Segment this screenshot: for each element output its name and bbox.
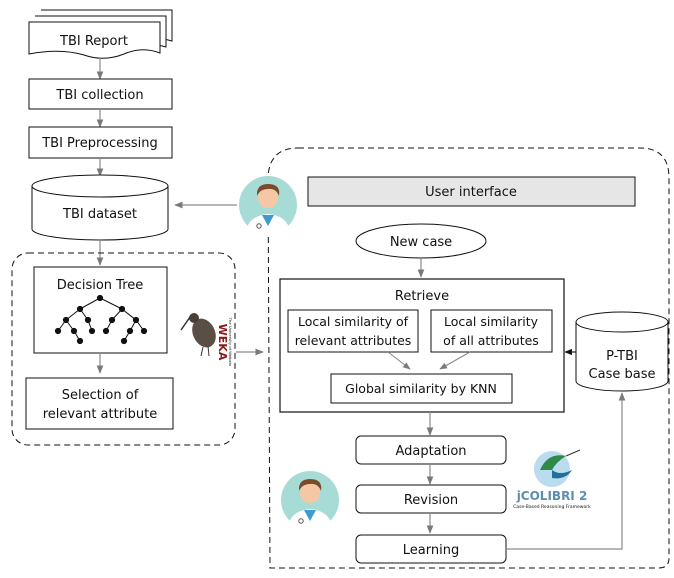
weka-logo-subtext: The University of Waikato <box>228 317 233 367</box>
new-case-label: New case <box>390 235 452 250</box>
decision-tree-node: Decision Tree <box>33 266 168 354</box>
tbi-dataset-label: TBI dataset <box>62 207 137 222</box>
jcolibri-logo: jCOLIBRI 2 Case-Based Reasoning Framewor… <box>513 449 591 510</box>
jcolibri-logo-text: jCOLIBRI 2 <box>516 489 588 503</box>
local-all-line1: Local similarity <box>444 314 539 329</box>
local-relevant-line2: relevant attributes <box>295 333 412 348</box>
arrow-local-relevant-to-global <box>387 351 411 370</box>
local-relevant-line1: Local similarity of <box>298 314 409 329</box>
global-similarity-node: Global similarity by KNN <box>330 373 513 404</box>
local-all-line2: of all attributes <box>443 333 539 348</box>
local-similarity-relevant-node: Local similarity of relevant attributes <box>287 309 419 353</box>
case-base-line2: Case base <box>589 367 656 382</box>
decision-tree-label: Decision Tree <box>57 278 144 293</box>
tbi-preprocessing-label: TBI Preprocessing <box>41 136 158 151</box>
tbi-report-node: TBI Report <box>28 9 173 59</box>
retrieve-label: Retrieve <box>395 289 449 304</box>
arrow-local-all-to-global <box>439 351 471 370</box>
arrow-learning-to-casebase <box>506 392 626 550</box>
kiwi-bird-icon <box>180 313 216 357</box>
hummingbird-icon <box>540 449 581 479</box>
learning-node: Learning <box>355 534 507 564</box>
user-interface-label: User interface <box>425 185 517 200</box>
weka-group-border <box>11 252 236 446</box>
retrieve-node: Retrieve Local similarity of relevant at… <box>279 278 565 413</box>
adaptation-node: Adaptation <box>355 435 507 465</box>
revision-node: Revision <box>355 484 507 514</box>
learning-label: Learning <box>403 543 459 558</box>
tbi-collection-label: TBI collection <box>55 88 143 103</box>
weka-logo: WEKA The University of Waikato <box>180 313 233 367</box>
tbi-collection-node: TBI collection <box>28 78 173 110</box>
tbi-dataset-cylinder: TBI dataset <box>31 174 169 241</box>
selection-relevant-attribute-node: Selection of relevant attribute <box>25 377 174 430</box>
revision-label: Revision <box>404 493 458 508</box>
selection-label-line1: Selection of <box>62 388 139 403</box>
case-base-cylinder: P-TBI Case base <box>575 311 669 392</box>
weka-logo-text: WEKA <box>216 324 229 361</box>
global-similarity-label: Global similarity by KNN <box>345 381 497 396</box>
adaptation-label: Adaptation <box>395 444 466 459</box>
doctor-avatar-icon-bottom <box>281 471 339 531</box>
decision-tree-graph-icon <box>54 294 148 345</box>
new-case-node: New case <box>355 223 487 259</box>
user-interface-node: User interface <box>307 176 636 207</box>
doctor-avatar-icon <box>239 176 297 236</box>
jcolibri-logo-subtext: Case-Based Reasoning Framework <box>513 504 591 510</box>
case-base-line1: P-TBI <box>606 349 638 364</box>
tbi-report-label: TBI Report <box>59 34 128 49</box>
selection-label-line2: relevant attribute <box>43 407 158 422</box>
cbr-group-border <box>267 147 670 569</box>
local-similarity-all-node: Local similarity of all attributes <box>430 309 553 353</box>
tbi-preprocessing-node: TBI Preprocessing <box>28 126 173 159</box>
